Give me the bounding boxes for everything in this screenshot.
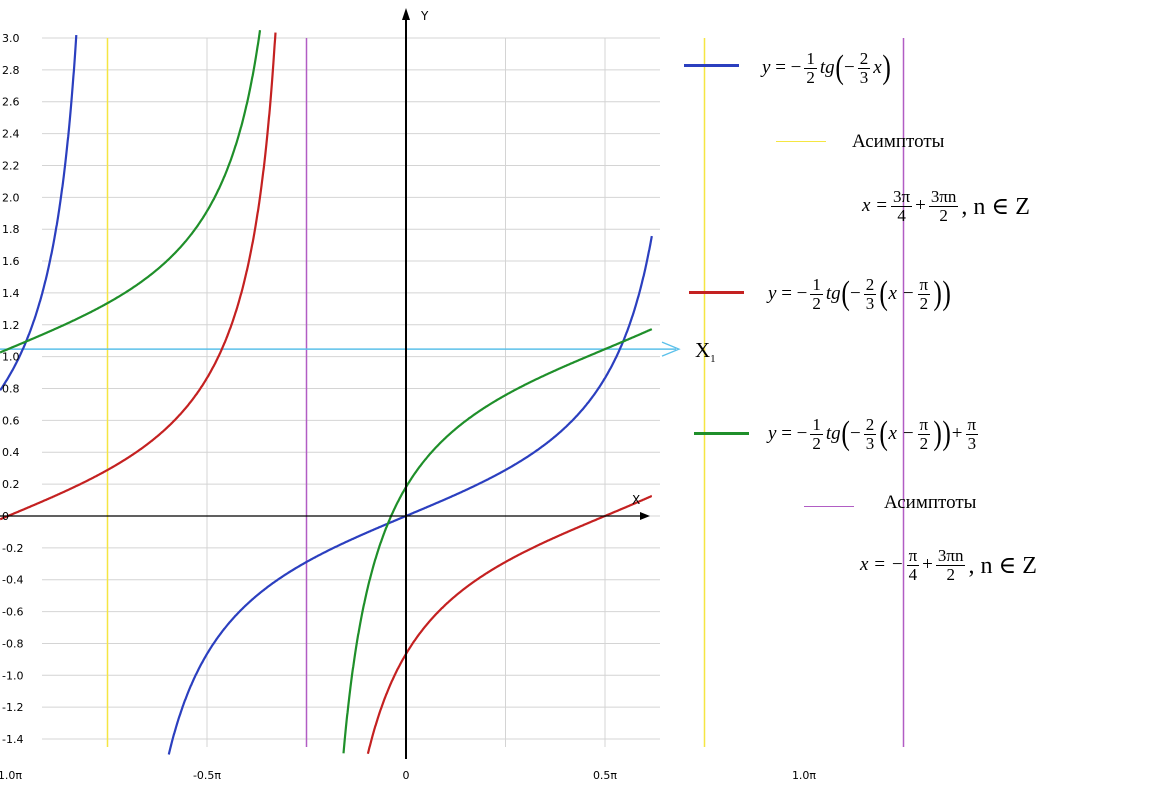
y-tick-label: -1.0 <box>2 669 23 682</box>
y-tick-label: 0 <box>2 510 9 523</box>
y-tick-label: 2.8 <box>2 64 20 77</box>
x-tick-label: -1.0π <box>0 769 22 782</box>
y-tick-label: 2.4 <box>2 128 20 141</box>
y-tick-label: 0.2 <box>2 478 20 491</box>
x-axis-label: X <box>632 493 640 507</box>
y-tick-label: 2.0 <box>2 191 20 204</box>
y-tick-label: 1.4 <box>2 287 20 300</box>
grid <box>42 37 660 747</box>
y-tick-label: 1.2 <box>2 319 20 332</box>
y-tick-label: -1.2 <box>2 701 23 714</box>
y-tick-label: 2.6 <box>2 96 20 109</box>
series-line-red <box>0 32 653 755</box>
y-tick-label: -0.8 <box>2 637 23 650</box>
y-tick-label: 2.2 <box>2 159 20 172</box>
tick-labels: -1.4 -1.2 -1.0 -0.8 -0.6 -0.4 -0.2 0 0.2 0.4 0.6 0.… <box>0 9 816 782</box>
x-axis-arrow <box>640 511 650 520</box>
y-axis-arrow <box>402 8 410 20</box>
y-tick-label: -0.6 <box>2 606 23 619</box>
y-tick-label: 1.0 <box>2 351 20 364</box>
x-tick-label: -0.5π <box>193 769 221 782</box>
y-tick-label: -0.4 <box>2 574 23 587</box>
series-line-blue <box>0 35 653 755</box>
x-tick-label: 1.0π <box>792 769 816 782</box>
asymptotes <box>0 38 905 747</box>
y-tick-label: 1.6 <box>2 255 20 268</box>
axes <box>0 8 650 759</box>
x-tick-label: 0 <box>403 769 410 782</box>
y-tick-label: 0.6 <box>2 414 20 427</box>
y-tick-label: 1.8 <box>2 223 20 236</box>
y-tick-label: -0.2 <box>2 542 23 555</box>
x1-hline-arrow <box>661 341 681 357</box>
series-line-green <box>0 30 653 754</box>
curves <box>0 30 653 755</box>
x-tick-label: 0.5π <box>593 769 617 782</box>
y-axis-label: Y <box>420 9 429 23</box>
y-tick-label: 0.8 <box>2 383 20 396</box>
y-tick-label: -1.4 <box>2 733 23 746</box>
y-tick-label: 3.0 <box>2 32 20 45</box>
y-tick-label: 0.4 <box>2 446 20 459</box>
